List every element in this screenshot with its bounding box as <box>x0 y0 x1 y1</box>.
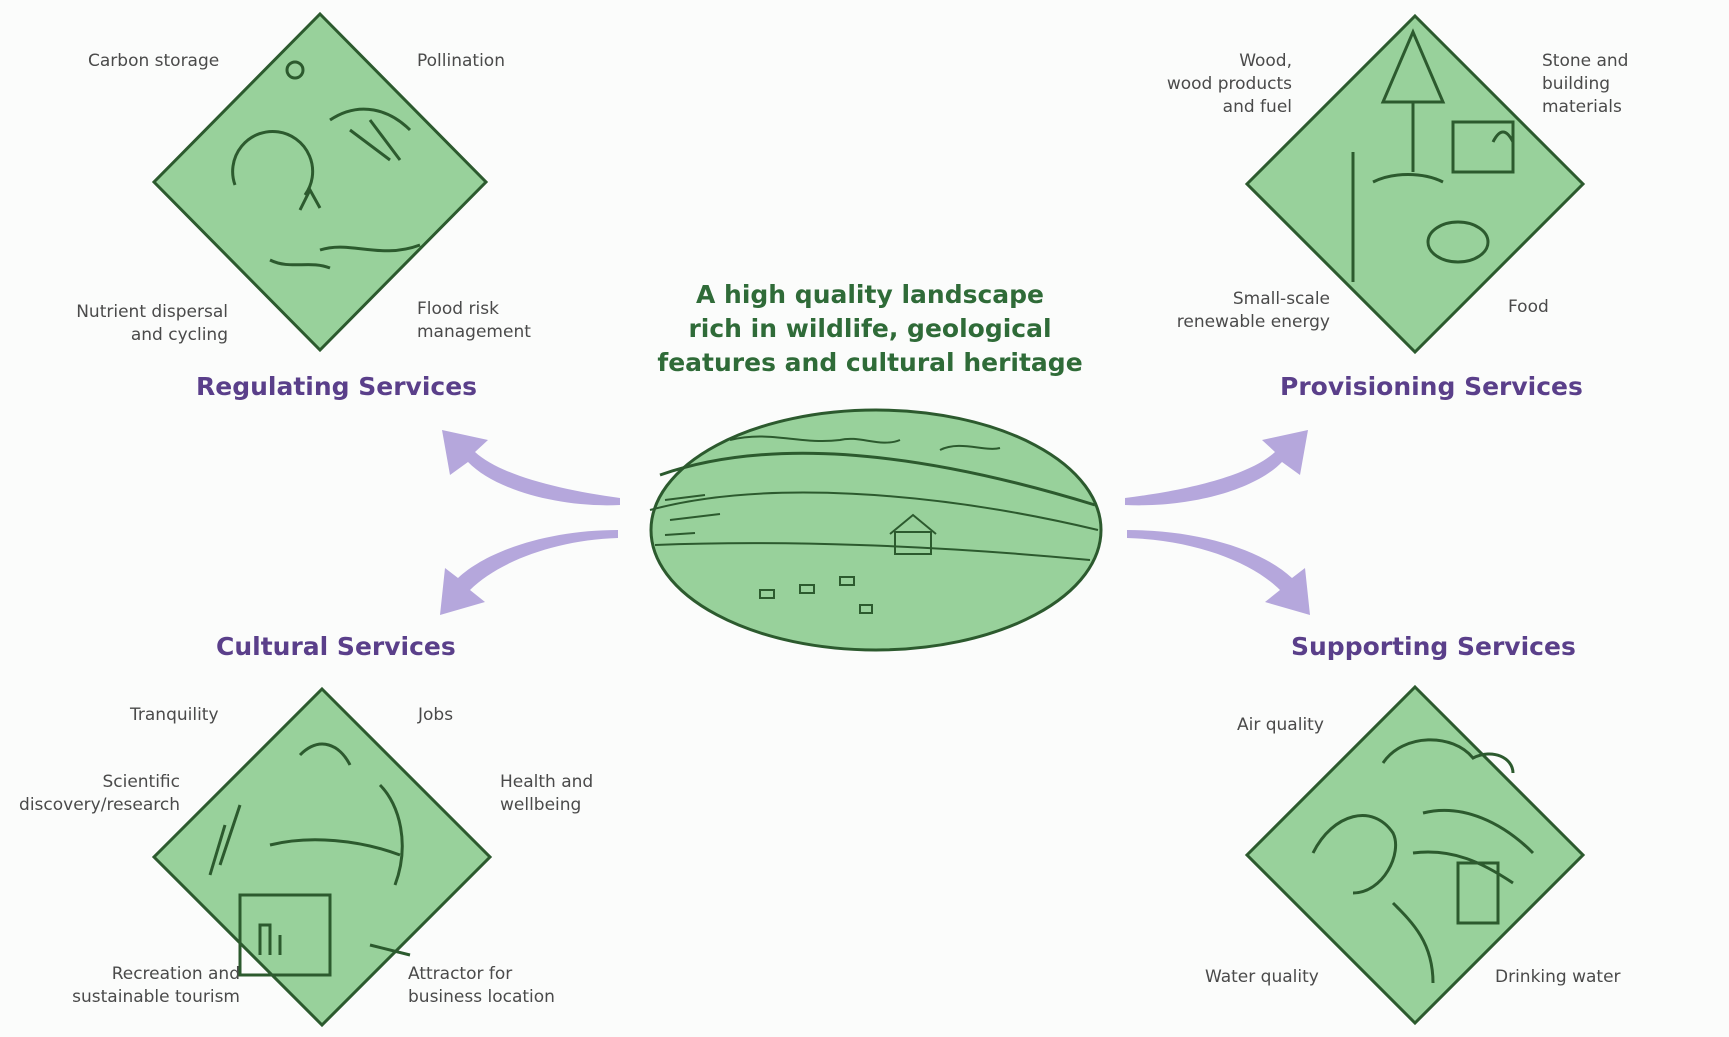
center-title: A high quality landscape rich in wildlif… <box>657 280 1083 377</box>
label-air-quality: Air quality <box>1237 715 1324 735</box>
supporting-illustration <box>1244 684 1586 1026</box>
arrow-to-cultural <box>440 530 618 615</box>
landscape-illustration <box>649 408 1103 652</box>
label-health-wellbeing: Health and wellbeing <box>500 772 594 815</box>
regulating-heading: Regulating Services <box>196 372 478 401</box>
label-business-location: Attractor for business location <box>408 964 555 1007</box>
cultural-illustration <box>151 686 493 1028</box>
provisioning-illustration <box>1244 13 1586 355</box>
label-scientific-research: Scientific discovery/research <box>19 772 180 815</box>
label-drinking-water: Drinking water <box>1495 967 1621 987</box>
label-tranquility: Tranquility <box>130 705 219 725</box>
label-carbon-storage: Carbon storage <box>88 51 220 71</box>
label-flood-risk: Flood risk management <box>417 299 531 342</box>
arrow-to-regulating <box>442 430 620 506</box>
label-recreation-tourism: Recreation and sustainable tourism <box>72 964 240 1007</box>
label-nutrient-dispersal: Nutrient dispersal and cycling <box>76 302 228 345</box>
label-food: Food <box>1508 297 1549 317</box>
cultural-heading: Cultural Services <box>216 632 456 661</box>
label-jobs: Jobs <box>418 705 454 725</box>
label-pollination: Pollination <box>417 51 505 71</box>
supporting-heading: Supporting Services <box>1291 632 1576 661</box>
label-water-quality: Water quality <box>1205 967 1319 987</box>
arrow-to-supporting <box>1127 530 1310 615</box>
label-wood-products: Wood, wood products and fuel <box>1166 51 1292 117</box>
label-renewable-energy: Small-scale renewable energy <box>1176 289 1330 332</box>
label-stone-materials: Stone and building materials <box>1542 51 1629 117</box>
arrow-to-provisioning <box>1125 430 1308 506</box>
provisioning-heading: Provisioning Services <box>1280 372 1583 401</box>
regulating-illustration <box>151 11 489 353</box>
